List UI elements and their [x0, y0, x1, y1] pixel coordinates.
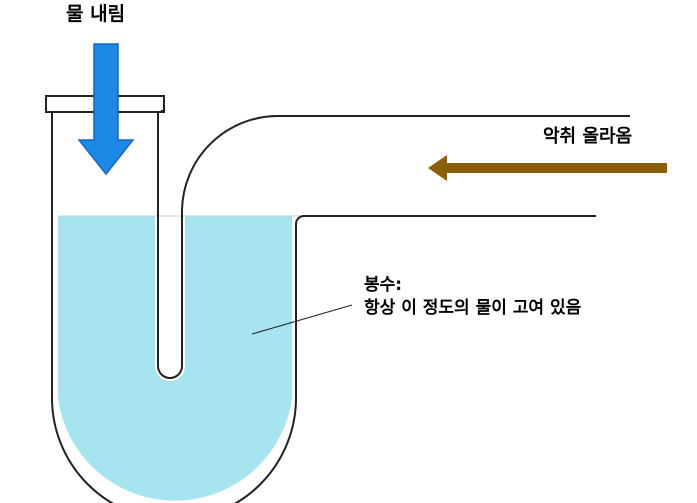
odor-arrow-icon — [428, 155, 667, 181]
flush-label: 물 내림 — [66, 3, 126, 25]
odor-label: 악취 올라옴 — [543, 126, 633, 147]
water-seal — [58, 216, 292, 501]
water-seal-leader-line — [251, 304, 353, 335]
water-seal-description: 항상 이 정도의 물이 고여 있음 — [364, 298, 582, 318]
pipe-outer-wall — [51, 112, 596, 503]
pipe-inner-wall — [157, 110, 630, 379]
flush-arrow-icon — [77, 43, 135, 176]
water-seal-title: 봉수: — [364, 275, 403, 295]
